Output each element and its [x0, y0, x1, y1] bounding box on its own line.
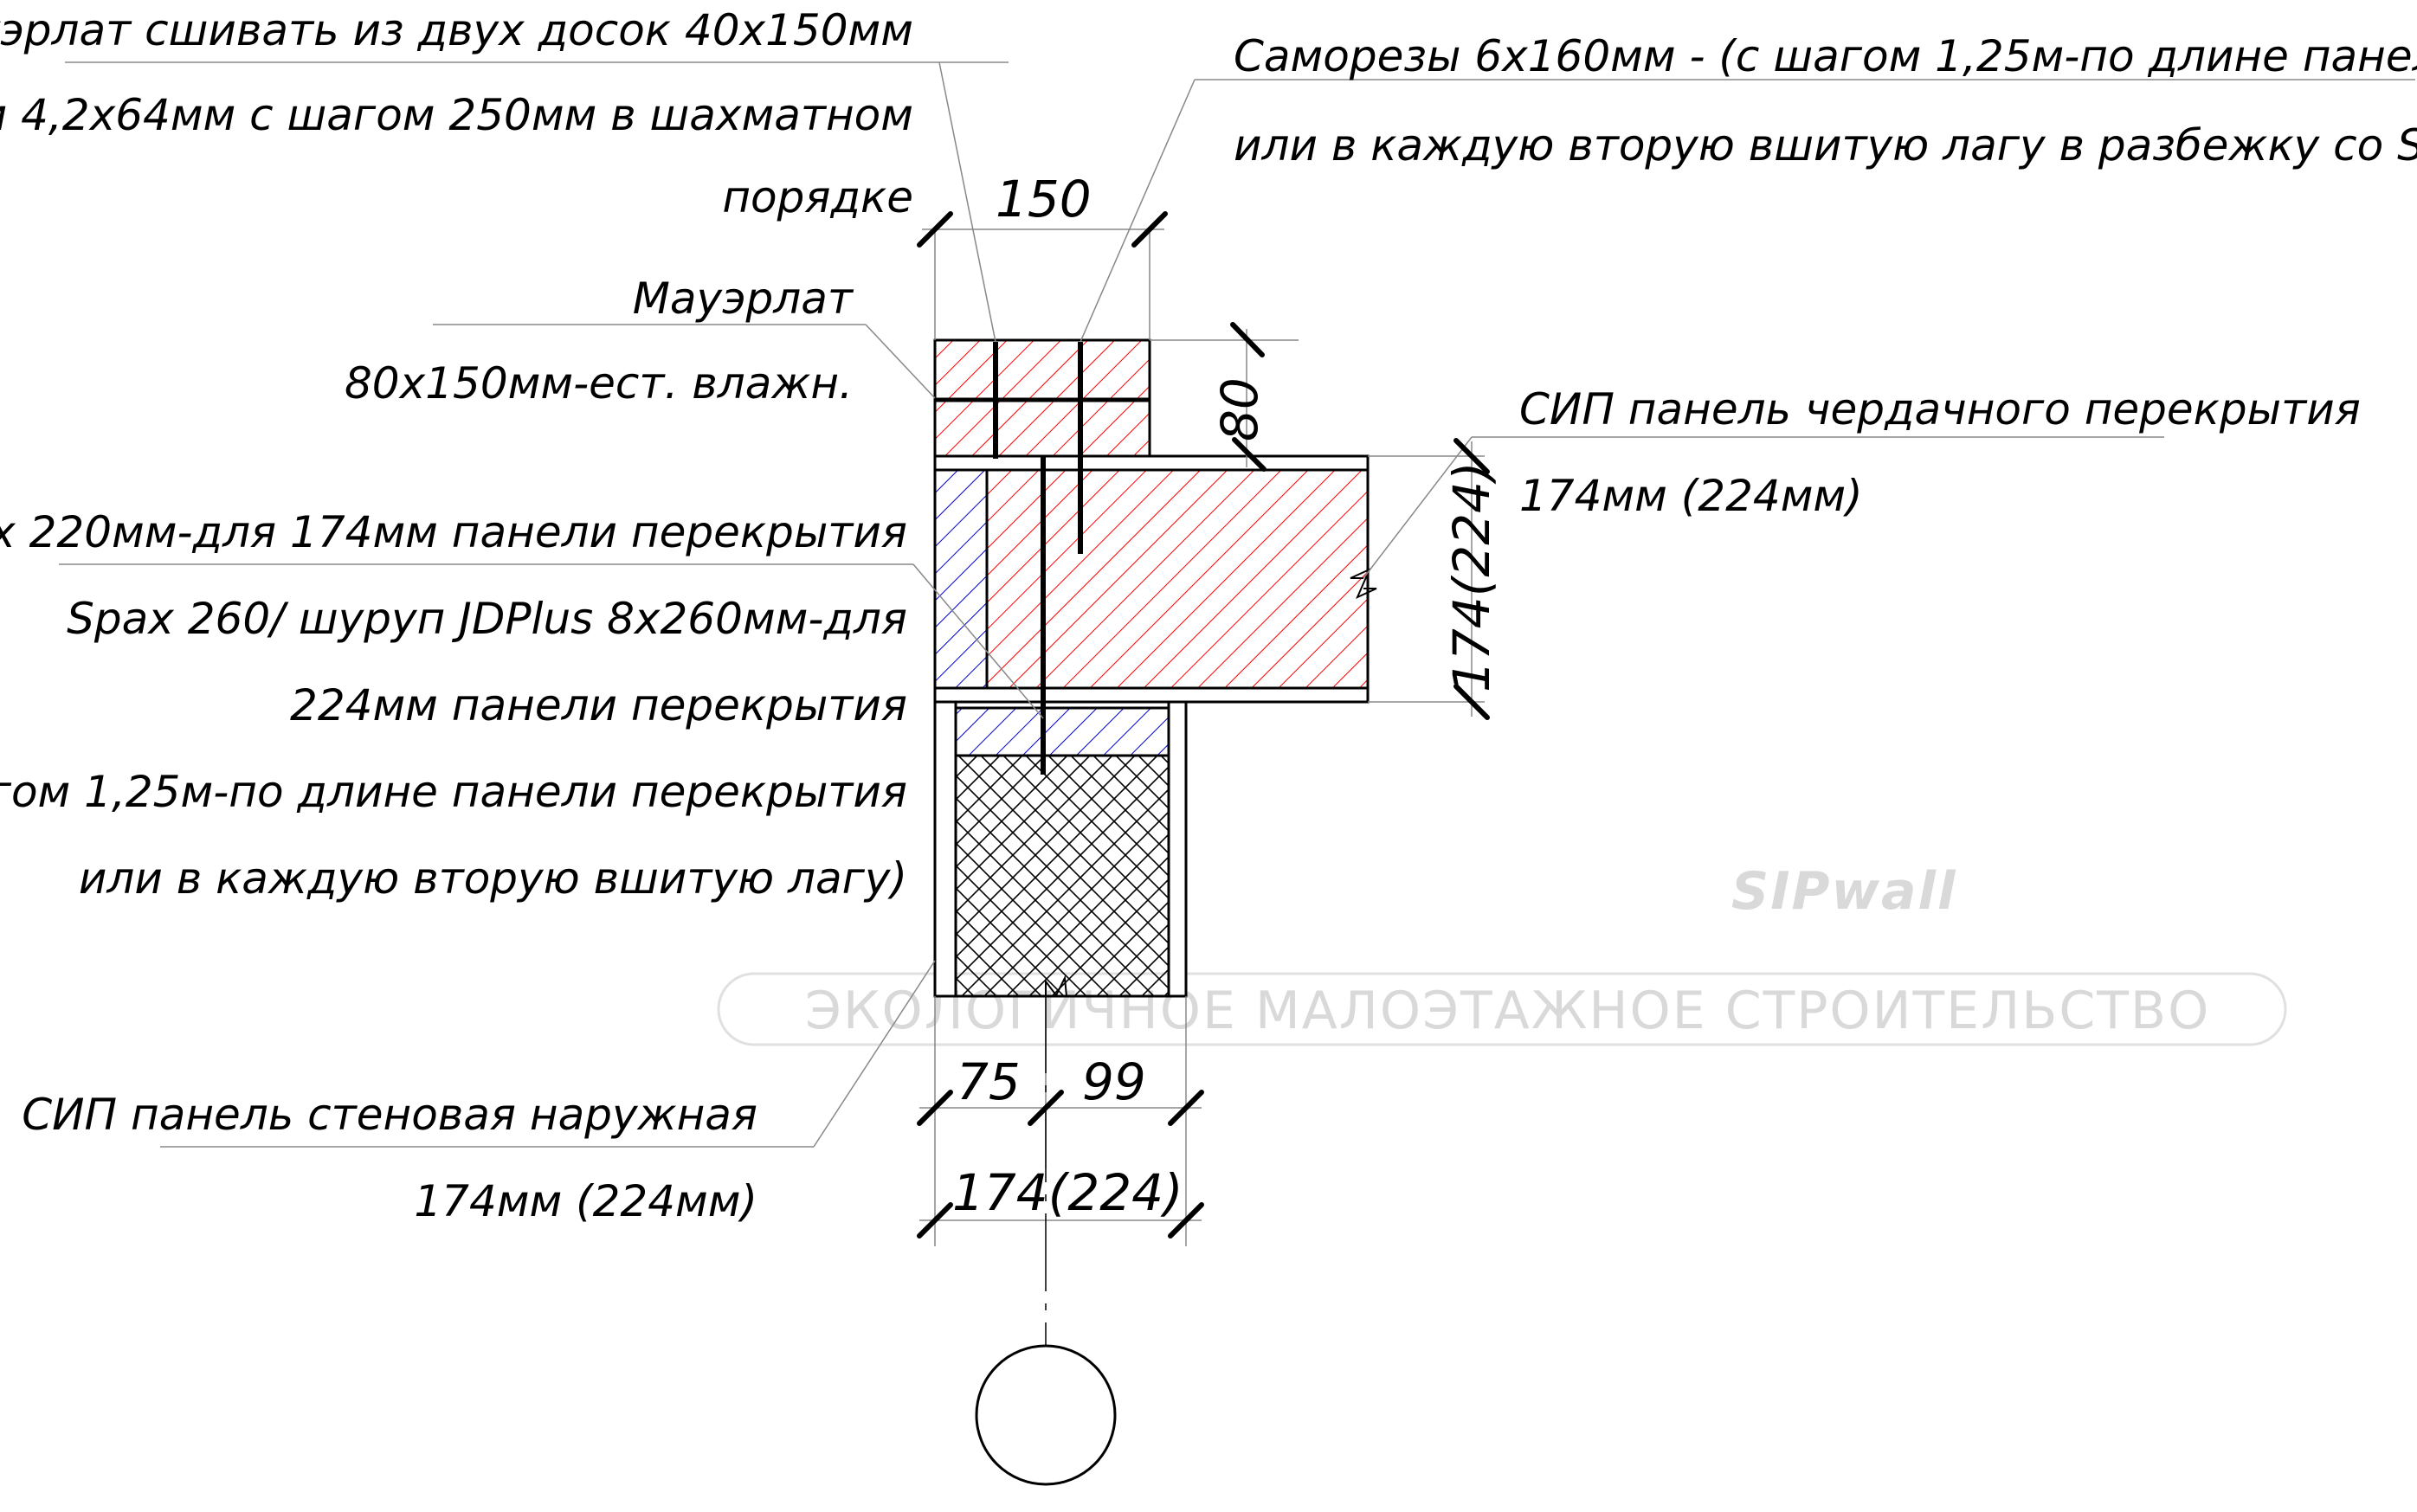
note-screws: Саморезы 6х160мм - (с шагом 1,25м-по дли…: [1234, 31, 2417, 171]
note-spax-line3: 224мм панели перекрытия: [290, 680, 907, 730]
axis-marker: [975, 995, 1117, 1486]
attic-floor-panel: [933, 454, 1377, 704]
note-mauerlat-stitch: Мауэрлат сшивать из двух досок 40х150мм …: [0, 5, 913, 222]
mauerlat: [933, 338, 1151, 458]
note-spax-line5: или в каждую вторую вшитую лагу): [79, 853, 907, 904]
watermark-brand: SIPwall: [1731, 861, 1957, 922]
note-mauerlat-stitch-line3: порядке: [722, 172, 913, 222]
note-attic-panel-line1: СИП панель чердачного перекрытия: [1519, 384, 2361, 434]
note-attic-panel-line2: 174мм (224мм): [1519, 471, 1863, 521]
note-spax-line2: Spax 260/ шуруп JDPlus 8х260мм-для: [67, 594, 907, 644]
note-wall-panel: СИП панель стеновая наружная 174мм (224м…: [22, 1090, 757, 1226]
dimension-99-label: 99: [1082, 1052, 1146, 1111]
note-mauerlat-stitch-line1: Мауэрлат сшивать из двух досок 40х150мм: [0, 5, 913, 55]
dimension-wall-total-label: 174(224): [952, 1163, 1183, 1222]
screws-6x160: [993, 342, 1083, 554]
note-mauerlat-line2: 80х150мм-ест. влажн.: [345, 358, 853, 409]
dimension-80-label: 80: [1210, 377, 1269, 441]
note-wall-panel-line1: СИП панель стеновая наружная: [22, 1090, 757, 1140]
note-spax-line1: Spax 220мм-для 174мм панели перекрытия: [0, 507, 907, 557]
dimension-wall-parts: 75 99: [917, 996, 1204, 1246]
note-attic-panel: СИП панель чердачного перекрытия 174мм (…: [1519, 384, 2361, 521]
note-spax: Spax 220мм-для 174мм панели перекрытия S…: [0, 507, 907, 904]
dimension-150: 150: [917, 170, 1168, 340]
note-wall-panel-line2: 174мм (224мм): [414, 1176, 757, 1226]
leader-lines: [59, 61, 2415, 1148]
note-screws-line2: или в каждую вторую вшитую лагу в разбеж…: [1234, 120, 2417, 171]
dimension-floor-thickness-label: 174(224): [1442, 461, 1501, 692]
note-spax-line4: (с шагом 1,25м-по длине панели перекрыти…: [0, 767, 907, 817]
dimension-floor-thickness: 174(224): [1368, 438, 1501, 720]
note-mauerlat-line1: Мауэрлат: [633, 273, 854, 324]
dimension-75-label: 75: [957, 1052, 1021, 1111]
dimension-150-label: 150: [996, 170, 1092, 228]
note-mauerlat-stitch-line2: саморезами 4,2х64мм с шагом 250мм в шахм…: [0, 90, 913, 140]
note-mauerlat: Мауэрлат 80х150мм-ест. влажн.: [345, 273, 854, 409]
dimension-80: 80: [1150, 322, 1299, 472]
note-screws-line1: Саморезы 6х160мм - (с шагом 1,25м-по дли…: [1234, 31, 2417, 81]
dimension-wall-total: 174(224): [917, 1163, 1204, 1239]
wall-panel: [933, 700, 1188, 998]
